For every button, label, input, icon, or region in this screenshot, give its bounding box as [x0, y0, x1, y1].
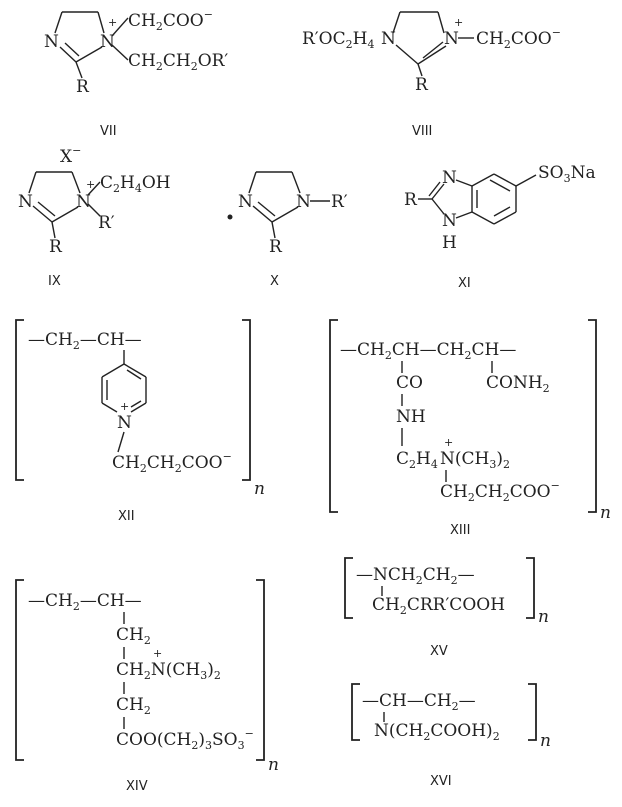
structure-vii: N N + R CH2COO− CH2CH2OR′ VII — [44, 8, 228, 139]
structure-xii: —CH2—CH— N + CH2CH2COO− n XII — [15, 319, 265, 524]
xiv-backbone: —CH2—CH— — [28, 591, 142, 613]
xii-n: N — [117, 413, 132, 433]
viii-roc2h4: R′OC2H4 — [302, 29, 374, 51]
structure-viii: R′OC2H4 N N + R CH2COO− VIII — [302, 11, 561, 139]
xiii-plus: + — [444, 436, 453, 449]
xiv-ch2-b: CH2 — [116, 695, 151, 717]
xv-backbone: —NCH2CH2— — [356, 565, 475, 587]
xi-label: XI — [458, 276, 471, 291]
xv-side-chain: CH2CRR′COOH — [372, 595, 505, 617]
ix-x-counterion: X− — [60, 144, 81, 167]
structure-xvi: —CH—CH2— N(CH2COOH)2 n XVI — [351, 683, 551, 789]
xii-label: XII — [118, 509, 135, 524]
ix-n-left: N — [18, 192, 33, 212]
ix-c2h4oh: C2H4OH — [100, 173, 171, 195]
xv-label: XV — [430, 644, 448, 659]
structure-xiv: —CH2—CH— CH2 CH2N(CH3)2 + CH2 COO(CH2)3S… — [15, 579, 279, 794]
xii-backbone: —CH2—CH— — [28, 330, 142, 352]
xii-chain: CH2CH2COO− — [112, 450, 232, 475]
xi-n-top: N — [442, 168, 457, 188]
x-n-right: N — [296, 192, 311, 212]
xiii-co: CO — [396, 373, 423, 393]
xvi-n-subscript: n — [540, 731, 551, 751]
ix-plus: + — [86, 178, 95, 191]
vii-n-right: N — [100, 32, 115, 52]
xvi-side-chain: N(CH2COOH)2 — [374, 721, 500, 743]
xiii-n-subscript: n — [600, 503, 611, 523]
xiii-chain: CH2CH2COO− — [440, 479, 560, 504]
xiii-nme2: N(CH3)2 — [440, 449, 510, 471]
x-r: R — [269, 237, 283, 257]
viii-r: R — [415, 75, 429, 95]
xiii-label: XIII — [450, 523, 470, 538]
xiv-coo-sulfonate: COO(CH2)3SO3− — [116, 727, 254, 752]
ix-n-right: N — [76, 192, 91, 212]
xv-n-subscript: n — [538, 607, 549, 627]
structure-ix: X− N N + R C2H4OH R′ IX — [18, 144, 171, 289]
vii-ch2coo: CH2COO− — [128, 8, 213, 33]
vii-r: R — [76, 77, 90, 97]
viii-n-right: N — [444, 29, 459, 49]
viii-n-left: N — [381, 29, 396, 49]
x-r-prime: R′ — [331, 192, 348, 212]
xvi-label: XVI — [430, 774, 452, 789]
xiv-label: XIV — [126, 779, 148, 794]
xiii-nh: NH — [396, 407, 426, 427]
x-n-left: N — [238, 192, 253, 212]
xi-r: R — [404, 190, 418, 210]
xiii-backbone: —CH2CH—CH2CH— — [340, 340, 516, 362]
structure-xi: N N H R SO3Na XI — [404, 163, 596, 291]
viii-plus: + — [454, 16, 463, 29]
xii-plus: + — [120, 400, 129, 413]
ix-r: R — [49, 237, 63, 257]
vii-plus: + — [108, 16, 117, 29]
xi-so3na: SO3Na — [538, 163, 596, 185]
xiv-n-subscript: n — [268, 755, 279, 775]
xi-n-bottom: N — [442, 211, 457, 231]
ix-r-prime: R′ — [98, 213, 115, 233]
xvi-backbone: —CH—CH2— — [362, 691, 476, 713]
structure-x: N N R R′ X — [238, 171, 348, 289]
structure-xv: —NCH2CH2— CH2CRR′COOH n XV — [344, 557, 549, 659]
xiv-ch2-a: CH2 — [116, 625, 151, 647]
xi-h: H — [442, 233, 457, 253]
vii-label: VII — [100, 124, 117, 139]
structure-xiii: —CH2CH—CH2CH— CO CONH2 NH C2H4 N(CH3)2 +… — [329, 319, 611, 538]
xiv-plus: + — [153, 647, 162, 660]
x-label: X — [270, 274, 279, 289]
xiv-ch2n: CH2N(CH3)2 — [116, 660, 221, 682]
xiii-conh2: CONH2 — [486, 373, 550, 395]
xii-n-subscript: n — [254, 479, 265, 499]
stray-dot — [227, 214, 233, 220]
xiii-c2h4: C2H4 — [396, 449, 438, 471]
vii-ch2ch2or: CH2CH2OR′ — [128, 51, 228, 73]
vii-n-left: N — [44, 32, 59, 52]
viii-label: VIII — [412, 124, 432, 139]
ix-label: IX — [48, 274, 61, 289]
viii-ch2coo: CH2COO− — [476, 26, 561, 51]
